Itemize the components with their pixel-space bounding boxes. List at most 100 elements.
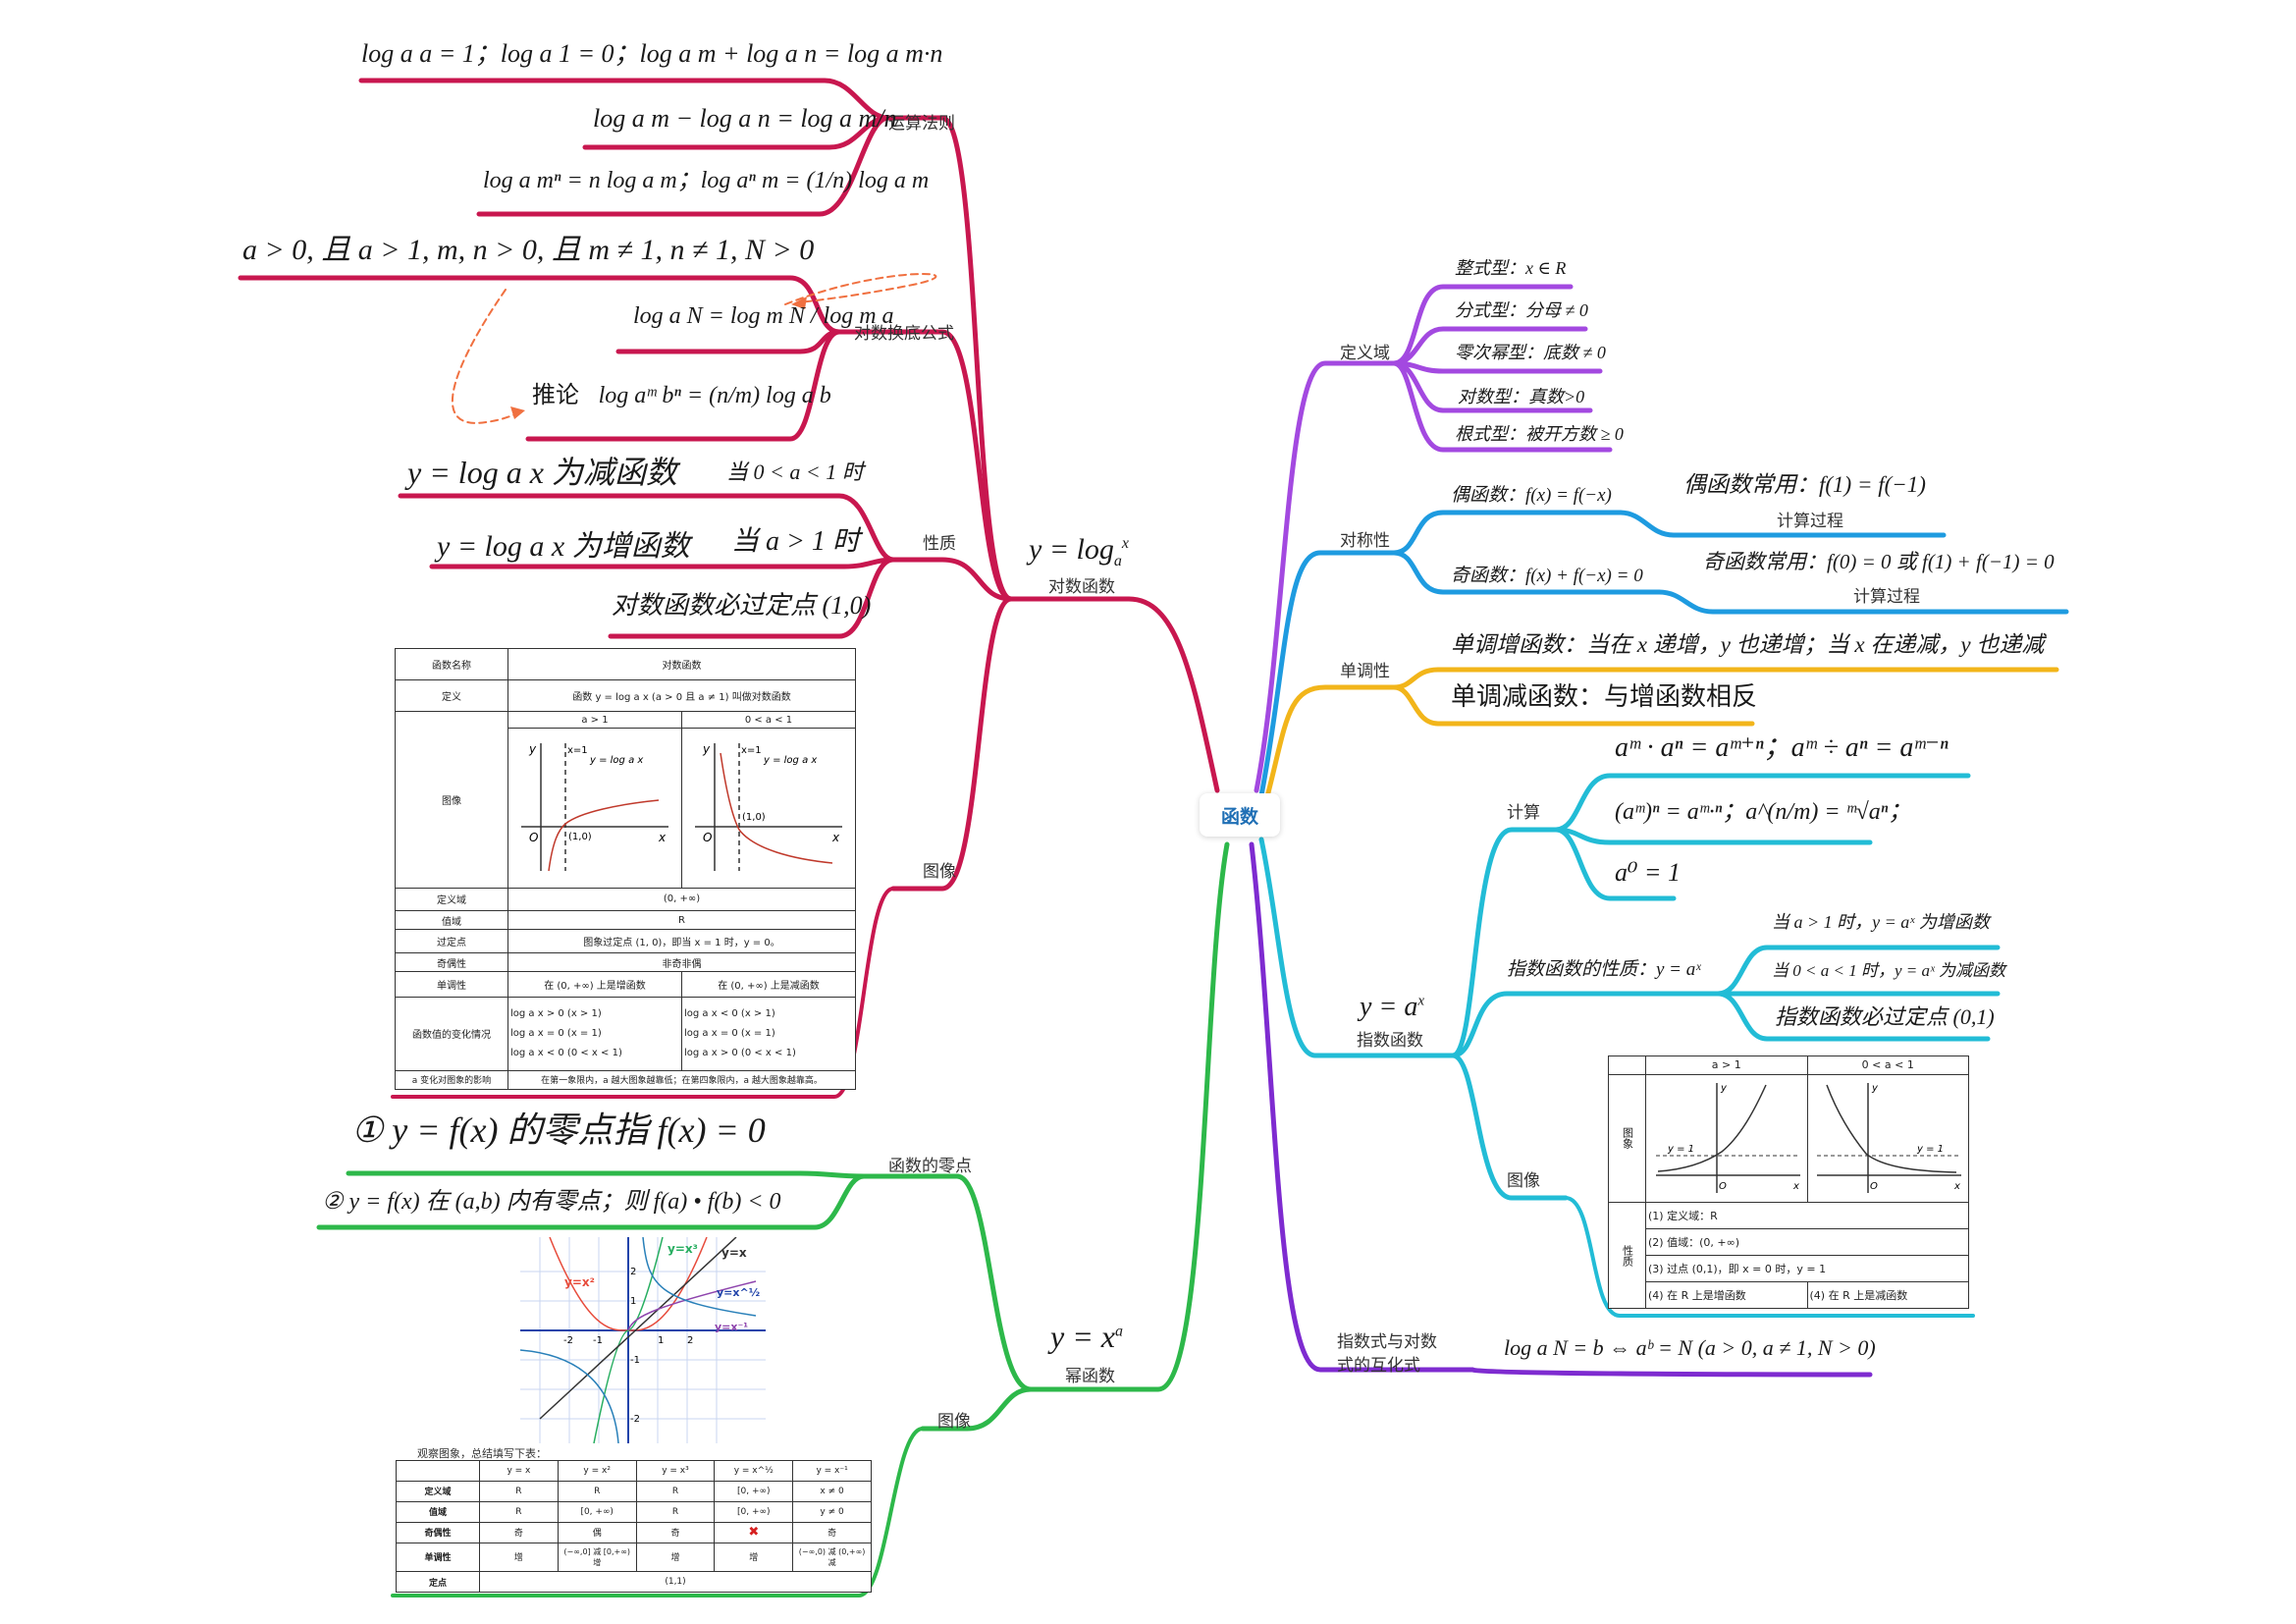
log-graph-1-cell: x y O x=1 y = log a x (1,0) — [507, 728, 682, 889]
exp-calc1: aᵐ · aⁿ = aᵐ⁺ⁿ；aᵐ ÷ aⁿ = aᵐ⁻ⁿ — [1615, 732, 1949, 763]
power-title-sup: a — [1115, 1323, 1123, 1340]
exp-t-r4a: (4) 在 R 上是增函数 — [1645, 1281, 1808, 1309]
exp-g1-y: y — [1720, 1083, 1728, 1094]
domain-label[interactable]: 定义域 — [1340, 344, 1390, 363]
log-ops-label[interactable]: 运算法则 — [888, 114, 955, 134]
exp-prop3: 指数函数必过定点 (0,1) — [1775, 1004, 1995, 1029]
mono-label[interactable]: 单调性 — [1340, 662, 1390, 681]
exp-t-r2: (2) 值域：(0, +∞) — [1645, 1228, 1969, 1257]
log-g1-x: x — [658, 831, 667, 844]
log-prop3: 对数函数必过定点 (1,0) — [612, 591, 872, 620]
log-graph-2: x y O x=1 y = log a x (1,0) — [695, 742, 842, 872]
sym-even: 偶函数：f(x) = f(−x) — [1451, 485, 1612, 506]
log-t-h-mono: 单调性 — [395, 971, 508, 998]
root-label: 函数 — [1220, 805, 1258, 828]
pt-r0c2: R — [635, 1480, 716, 1502]
exp-graph-1-cell: x y O y = 1 — [1645, 1073, 1808, 1204]
dashed-arrows — [451, 273, 937, 424]
pt-r1c2: R — [635, 1500, 716, 1523]
root-node[interactable]: 函数 — [1200, 793, 1280, 837]
exp-g2-y: y — [1871, 1083, 1879, 1094]
pt-r0c1: R — [557, 1480, 637, 1502]
conv-label[interactable]: 指数式与对数 式的互化式 — [1337, 1330, 1437, 1378]
pt-r0c4: x ≠ 0 — [792, 1480, 872, 1502]
exp-g2-o: O — [1870, 1181, 1878, 1192]
sym-odd-proc: 计算过程 — [1853, 587, 1920, 607]
pt-r1c1: [0, +∞) — [557, 1500, 637, 1523]
power-image-label[interactable]: 图像 — [937, 1412, 971, 1432]
log-change-label[interactable]: 对数换底公式 — [854, 324, 954, 344]
pt-col-4: y = x⁻¹ — [792, 1460, 872, 1482]
pt-col-2: y = x³ — [635, 1460, 716, 1482]
log-t-h-pt: 过定点 — [395, 929, 508, 953]
exp-g2-x: x — [1953, 1181, 1960, 1192]
log-t-v1b: log a x = 0 (x = 1) — [510, 1027, 602, 1039]
conv-label-1: 指数式与对数 — [1337, 1332, 1437, 1352]
log-prop-label[interactable]: 性质 — [923, 534, 956, 554]
pt-r3c4: (−∞,0) 减 (0,+∞) 减 — [792, 1542, 872, 1573]
pg-txm1: -1 — [593, 1335, 603, 1346]
pt-r3c3: 增 — [714, 1542, 794, 1573]
log-t-def: 函数 y = log a x (a > 0 且 a ≠ 1) 叫做对数函数 — [507, 679, 856, 713]
log-title-formula: y = log — [1029, 533, 1114, 566]
pt-r3c0: 增 — [479, 1542, 559, 1573]
mono-inc: 单调增函数：当在 x 递增，y 也递增；当 x 在递减，y 也递减 — [1451, 632, 2045, 657]
exp-calc-label[interactable]: 计算 — [1507, 803, 1540, 823]
exp-g1-y1: y = 1 — [1667, 1144, 1694, 1155]
exp-prop2: 当 0 < a < 1 时，y = aˣ 为减函数 — [1772, 961, 2006, 980]
exp-branch-label[interactable]: 指数函数 — [1357, 1031, 1423, 1051]
log-t-v2b: log a x = 0 (x = 1) — [684, 1027, 775, 1039]
log-t-h-var: 函数值的变化情况 — [395, 996, 508, 1071]
log-t-pt: 图象过定点 (1, 0)，即当 x = 1 时，y = 0。 — [507, 929, 856, 953]
pt-row-1-h: 值域 — [396, 1500, 480, 1523]
pt-fix-h: 定点 — [396, 1571, 480, 1593]
pt-r0c0: R — [479, 1480, 559, 1502]
conv-label-2: 式的互化式 — [1337, 1356, 1420, 1376]
power-title-formula: y = x — [1050, 1319, 1115, 1354]
domain-branch-lines — [1254, 284, 1613, 793]
pg-l2: y=x² — [564, 1275, 595, 1289]
power-branch-label[interactable]: 幂函数 — [1065, 1367, 1115, 1386]
log-g2-fn: y = log a x — [763, 755, 817, 766]
pg-l3: y=x — [721, 1246, 747, 1260]
pt-fix: (1,1) — [479, 1571, 872, 1593]
exp-t-h-img: 图象 — [1608, 1073, 1646, 1204]
pt-r2c2: 奇 — [635, 1521, 716, 1543]
exp-t-col1: a > 1 — [1645, 1056, 1808, 1075]
exp-prop1: 当 a > 1 时，y = aˣ 为增函数 — [1772, 912, 1990, 932]
pt-r1c0: R — [479, 1500, 559, 1523]
log-title: y = logax — [1029, 535, 1129, 569]
exp-t-h-prop: 性质 — [1608, 1202, 1646, 1309]
log-t-col2: 0 < a < 1 — [681, 711, 856, 730]
sym-label[interactable]: 对称性 — [1340, 531, 1390, 551]
exp-t-r1: (1) 定义域：R — [1645, 1202, 1969, 1230]
domain-item-0: 整式型：x ∈ R — [1455, 258, 1567, 278]
log-g1-fn: y = log a x — [589, 755, 643, 766]
exp-prop-label[interactable]: 指数函数的性质：y = aˣ — [1507, 959, 1701, 980]
exp-title: y = ax — [1360, 994, 1424, 1021]
log-branch-lines — [238, 78, 1220, 1099]
log-t-col1: a > 1 — [507, 711, 682, 730]
log-graph-1: x y O x=1 y = log a x (1,0) — [521, 742, 668, 872]
exp-t-r3: (3) 过点 (0,1)，即 x = 0 时，y = 1 — [1645, 1255, 1969, 1283]
log-prop2: y = log a x 为增函数 — [437, 530, 690, 563]
pg-l4: y=x^½ — [717, 1286, 760, 1299]
log-branch-label[interactable]: 对数函数 — [1048, 577, 1115, 597]
zero-z1: ① y = f(x) 的零点指 f(x) = 0 — [351, 1110, 766, 1150]
pt-r1c3: [0, +∞) — [714, 1500, 794, 1523]
log-image-label[interactable]: 图像 — [923, 862, 956, 882]
log-t-v1c: log a x < 0 (0 < x < 1) — [510, 1047, 622, 1058]
log-title-sub: a — [1113, 553, 1122, 569]
power-caption: 观察图象，总结填写下表： — [417, 1447, 547, 1460]
domain-item-1: 分式型：分母 ≠ 0 — [1455, 300, 1588, 320]
sym-even-common: 偶函数常用：f(1) = f(−1) — [1683, 472, 1926, 497]
exp-image-label[interactable]: 图像 — [1507, 1171, 1540, 1191]
pg-txm2: -2 — [563, 1335, 573, 1346]
log-prop1: y = log a x 为减函数 — [407, 455, 677, 490]
log-op2: log a m − log a n = log a m/n — [593, 104, 897, 133]
arrow-head-2 — [510, 406, 525, 419]
pt-r1c4: y ≠ 0 — [792, 1500, 872, 1523]
zero-label[interactable]: 函数的零点 — [888, 1157, 972, 1176]
pt-col-0: y = x — [479, 1460, 559, 1482]
log-g1-y: y — [528, 742, 537, 756]
